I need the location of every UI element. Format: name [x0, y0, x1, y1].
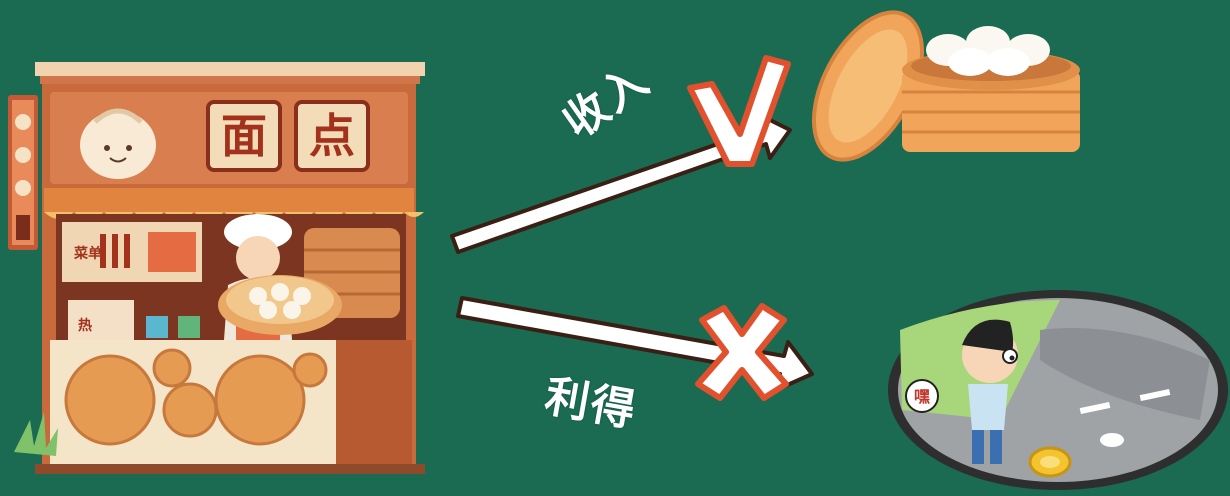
steamer-of-buns-illustration — [811, 10, 1080, 162]
bun-mascot-icon — [80, 108, 156, 179]
front-steamers — [64, 348, 328, 446]
shop-sign-char-1: 面 — [221, 109, 267, 163]
coin-on-road-illustration: 嘿 — [888, 290, 1228, 490]
side-banner — [8, 95, 38, 250]
check-mark-icon — [687, 55, 791, 167]
speech-bubble-text: 嘿 — [914, 387, 930, 406]
shop-sign: 面 点 — [206, 100, 370, 172]
menu-sign: 菜单 — [73, 245, 102, 262]
counter-tag: 热 — [78, 317, 92, 334]
bun-tray — [218, 275, 342, 335]
speech-bubble: 嘿 — [905, 379, 939, 413]
cross-mark-icon — [695, 303, 789, 401]
coin-icon — [1028, 446, 1072, 478]
character-figure — [962, 319, 1018, 464]
bun-icons — [926, 26, 1050, 76]
grass-icon — [14, 412, 58, 456]
noodle-shop-illustration: 面 点 菜单 — [8, 62, 425, 474]
arrow-to-profit — [456, 296, 814, 392]
shop-sign-char-2: 点 — [309, 109, 355, 163]
